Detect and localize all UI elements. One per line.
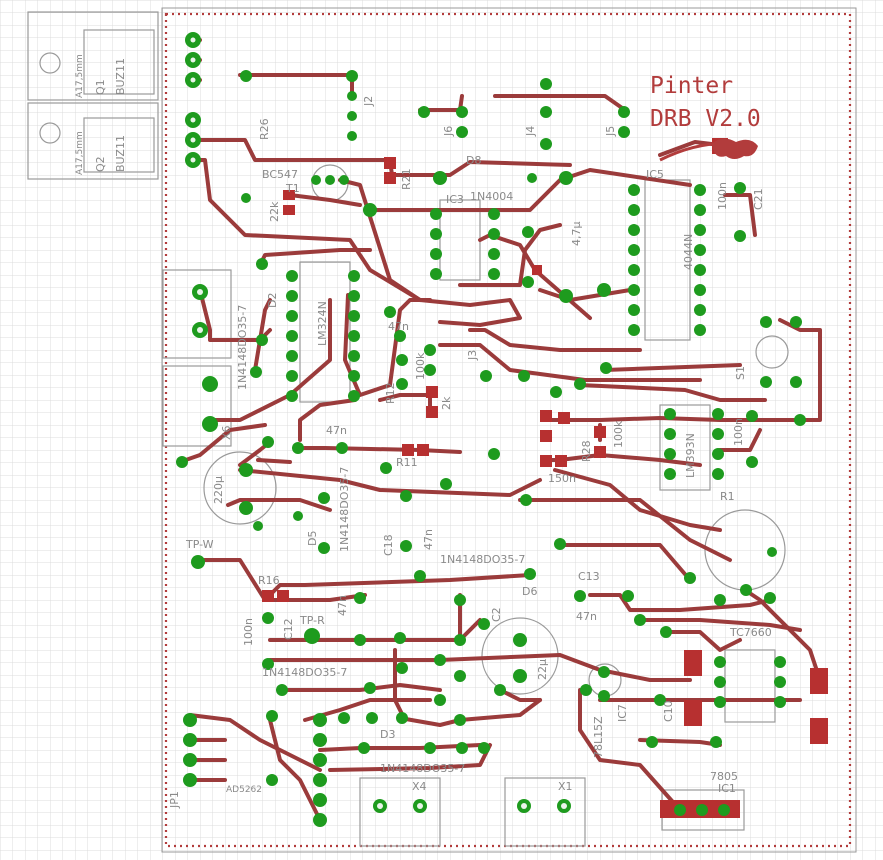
lm324-label: LM324N <box>316 301 329 346</box>
r100k-label: 100k <box>612 420 625 448</box>
x6-connector <box>162 269 232 447</box>
board-outline <box>161 7 857 853</box>
tp-w-label: TP-W <box>185 538 214 551</box>
x1-connector <box>504 777 586 847</box>
c2-value-label: 22µ <box>536 659 549 680</box>
lm393-label: LM393N <box>684 433 697 478</box>
q2-label: Q2 <box>94 156 107 172</box>
c2-label: C2 <box>490 607 503 622</box>
ic1-label: IC1 <box>718 782 736 795</box>
ic3-label: IC3 <box>446 193 464 206</box>
r2k-label: 2k <box>440 396 453 410</box>
d8-label: D8 <box>466 154 481 167</box>
bc547-label: BC547 <box>262 168 298 181</box>
r21-label: R21 <box>400 168 413 190</box>
d3-label: D3 <box>380 728 395 741</box>
ic7-value-label: 78L15Z <box>592 716 605 758</box>
x6-label: X6 <box>220 425 233 440</box>
lm393-body <box>659 404 711 491</box>
q1-heatsink-label: A17,5mm <box>75 54 85 98</box>
ic7-label: IC7 <box>616 704 629 722</box>
x4-connector <box>359 777 441 847</box>
x6-value-label: 1N4148DO35-7 <box>236 305 249 390</box>
title-logo <box>712 138 758 159</box>
c10-label: C10 <box>662 700 675 722</box>
c12-label: C12 <box>282 618 295 640</box>
d6-value-label: 1N4148DO35-7 <box>440 553 525 566</box>
d5-label: D5 <box>306 531 319 546</box>
j3-label: J3 <box>466 350 479 361</box>
q1-label: Q1 <box>94 79 107 95</box>
c220u-body <box>203 451 277 525</box>
board-title-line1: Pinter <box>650 73 733 99</box>
r11-label: R11 <box>396 456 418 469</box>
ad5262-label: AD5262 <box>226 785 262 795</box>
c4u7-label: 4,7µ <box>570 222 583 247</box>
d8-value-label: 1N4004 <box>470 190 513 203</box>
drill-holes <box>190 37 567 809</box>
r1-label: R1 <box>720 490 735 503</box>
c150n-label: 150n <box>548 472 576 485</box>
j2-label: J2 <box>362 96 375 107</box>
smd-pads <box>262 138 828 818</box>
board-title-line2: DRB V2.0 <box>650 106 761 132</box>
jp1-label: JP1 <box>168 791 181 809</box>
7805-label: 7805 <box>710 770 738 783</box>
q2-heatsink <box>27 102 159 180</box>
s1-button-body <box>755 335 789 369</box>
r22k-label: 22k <box>268 201 281 222</box>
c220u-label: 220µ <box>212 476 225 504</box>
q2-value-label: BUZ11 <box>114 135 127 172</box>
ic5-value-label: 4044N <box>682 234 695 270</box>
r28-label: R28 <box>580 440 593 462</box>
r16-label: R16 <box>258 574 280 587</box>
c18-value-label: 47n <box>422 529 435 550</box>
r26-label: R26 <box>258 118 271 140</box>
q1-heatsink <box>27 11 159 101</box>
r12-label: R12 <box>384 382 397 404</box>
c21-value-label: 100n <box>716 182 729 210</box>
x4-label: X4 <box>412 780 427 793</box>
t1-label: T1 <box>285 182 300 195</box>
c18-label: C18 <box>382 534 395 556</box>
tc7660-label: TC7660 <box>729 626 772 639</box>
d5-value-label: 1N4148DO35-7 <box>338 467 351 552</box>
ic5-label: IC5 <box>646 168 664 181</box>
d3-value-label: 1N4148DO35-7 <box>380 762 465 775</box>
c9-value-label: 47n <box>336 595 349 616</box>
c13-value-label: 47n <box>576 610 597 623</box>
c47n-b-label: 47n <box>326 424 347 437</box>
q2-heatsink-label: A17,5mm <box>75 131 85 175</box>
x1-label: X1 <box>558 780 573 793</box>
j6-label: J6 <box>442 126 455 137</box>
c12-value-label: 100n <box>242 618 255 646</box>
c47-label: 47n <box>388 320 409 333</box>
s1-label: S1 <box>734 366 747 380</box>
q1-value-label: BUZ11 <box>114 58 127 95</box>
d1-value-label: 1N4148DO35-7 <box>262 666 347 679</box>
d2-label: D2 <box>266 293 279 308</box>
c13-label: C13 <box>578 570 600 583</box>
j4-label: J4 <box>524 126 537 137</box>
r12-value-label: 100k <box>414 352 427 380</box>
c21-label: C21 <box>752 188 765 210</box>
d6-label: D6 <box>522 585 537 598</box>
tc7660-body <box>724 649 776 723</box>
j5-label: J5 <box>604 126 617 137</box>
tp-r-label: TP-R <box>299 614 325 627</box>
c100n-right-label: 100n <box>732 418 745 446</box>
